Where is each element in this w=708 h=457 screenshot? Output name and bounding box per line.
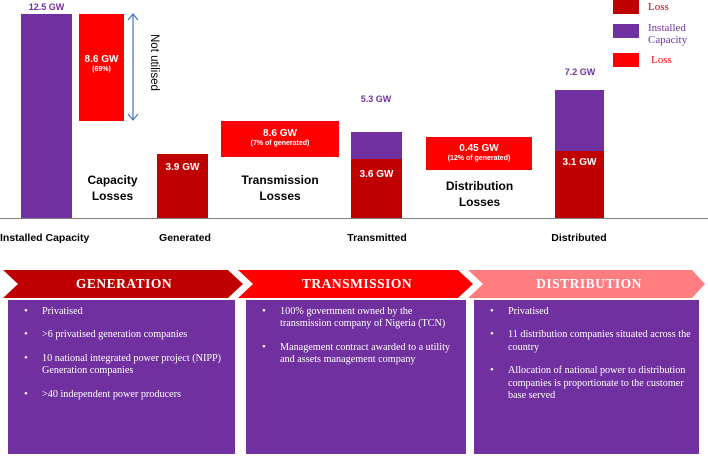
list-item: 10 national integrated power project (NI… (14, 352, 229, 378)
bar-transmitted: 3.6 GW (351, 159, 402, 218)
category-label-installed-capacity: Installed Capacity (0, 232, 90, 244)
stage-title-generation: GENERATION (75, 276, 173, 291)
transmission-losses-line2: Losses (259, 189, 301, 204)
distribution-details-box: Privatised 11 distribution companies sit… (474, 300, 699, 454)
not-utilised-value-label: 8.6 GW (69%) (79, 54, 124, 74)
generated-value: 3.9 GW (165, 162, 200, 174)
bar-transmission-loss: 8.6 GW (7% of generated) (221, 121, 339, 157)
legend-label-loss-bright: Loss (651, 54, 672, 66)
transmission-details-list: 100% government owned by the transmissio… (252, 305, 460, 367)
category-label-generated: Generated (159, 232, 211, 244)
distribution-details-list: Privatised 11 distribution companies sit… (480, 305, 693, 403)
distribution-losses-line2: Losses (458, 195, 501, 210)
not-utilised-annotation: Not utilised (148, 34, 160, 91)
distribution-losses-label: Distribution Losses (432, 178, 527, 210)
stage-title-distribution: DISTRIBUTION (536, 276, 642, 291)
bar-distribution-loss: 0.45 GW (12% of generated) (426, 137, 532, 170)
transmission-loss-value: 8.6 GW (263, 128, 297, 139)
list-item: >6 privatised generation companies (14, 328, 229, 342)
legend-label-loss-dark: Loss (648, 1, 669, 13)
capacity-losses-line2: Losses (91, 189, 134, 204)
transmitted-top-value: 5.3 GW (360, 94, 392, 104)
distribution-loss-value: 0.45 GW (459, 143, 499, 154)
legend-label-installed: Installed Capacity (648, 22, 688, 47)
not-utilised-value: 8.6 GW (84, 54, 119, 66)
bar-distributed: 3.1 GW (555, 150, 604, 218)
capacity-losses-label: Capacity Losses (75, 172, 150, 204)
legend-swatch-loss-dark (613, 0, 639, 14)
generation-details-box: Privatised >6 privatised generation comp… (8, 300, 235, 454)
chevron-generation (3, 270, 243, 298)
transmission-losses-label: Transmission Losses (230, 172, 330, 204)
list-item: >40 independent power producers (14, 388, 229, 402)
legend-swatch-loss-bright (613, 53, 639, 67)
not-utilised-arrow (127, 13, 139, 121)
list-item: Privatised (14, 305, 229, 319)
transmission-losses-line1: Transmission (241, 173, 319, 187)
chart-baseline (0, 218, 708, 219)
list-item: Privatised (480, 305, 693, 319)
not-utilised-pct: (69%) (92, 65, 111, 73)
distribution-losses-line1: Distribution (445, 179, 514, 193)
distribution-loss-value-label: 0.45 GW (12% of generated) (426, 143, 532, 163)
category-label-distributed: Distributed (551, 232, 607, 244)
transmitted-value: 3.6 GW (359, 169, 394, 181)
transmission-loss-value-label: 8.6 GW (7% of generated) (221, 128, 339, 148)
stage-title-transmission: TRANSMISSION (301, 276, 413, 291)
capacity-losses-line1: Capacity (87, 173, 138, 187)
installed-capacity-value: 12.5 GW (28, 2, 65, 12)
list-item: 100% government owned by the transmissio… (252, 305, 460, 331)
transmission-loss-pct: (7% of generated) (250, 139, 310, 147)
list-item: Allocation of national power to distribu… (480, 364, 693, 402)
distributed-top-value: 7.2 GW (564, 67, 596, 77)
bar-transmitted-capacity (351, 131, 402, 160)
generation-details-list: Privatised >6 privatised generation comp… (14, 305, 229, 402)
chevron-distribution (468, 270, 705, 298)
distribution-loss-pct: (12% of generated) (447, 154, 511, 162)
list-item: Management contract awarded to a utility… (252, 341, 460, 367)
bar-distributed-capacity (555, 90, 604, 151)
legend-swatch-installed (613, 24, 639, 38)
chevron-transmission (238, 270, 473, 298)
list-item: 11 distribution companies situated acros… (480, 328, 693, 354)
category-label-transmitted: Transmitted (347, 232, 407, 244)
stage-chevrons (3, 270, 705, 298)
bar-not-utilised-loss: 8.6 GW (69%) (79, 14, 124, 122)
distributed-value: 3.1 GW (562, 156, 597, 168)
bar-generated: 3.9 GW (157, 154, 208, 218)
transmission-details-box: 100% government owned by the transmissio… (246, 300, 466, 454)
bar-installed-capacity (21, 14, 72, 218)
